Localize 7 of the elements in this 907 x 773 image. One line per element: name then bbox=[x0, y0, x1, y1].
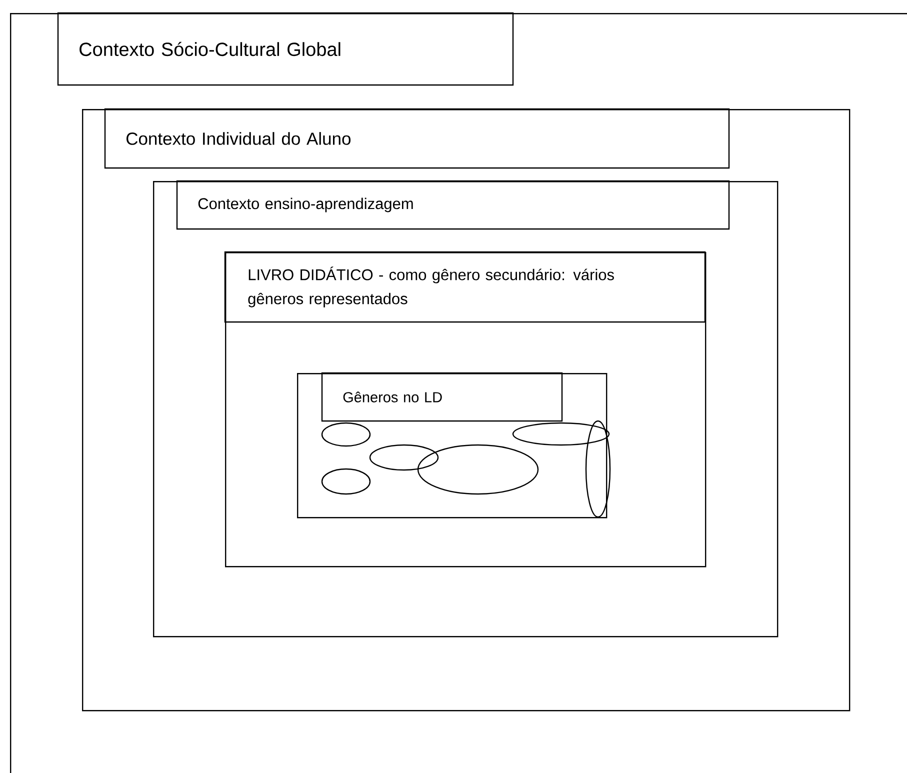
ellipse-shape bbox=[585, 420, 611, 518]
ellipse-shape bbox=[321, 422, 371, 447]
ellipse-shape bbox=[321, 468, 371, 495]
ellipse-shape bbox=[512, 422, 610, 446]
context-box: Gêneros no LD bbox=[297, 372, 608, 518]
ellipse-shape bbox=[369, 444, 439, 471]
ellipse-shape bbox=[417, 444, 539, 495]
